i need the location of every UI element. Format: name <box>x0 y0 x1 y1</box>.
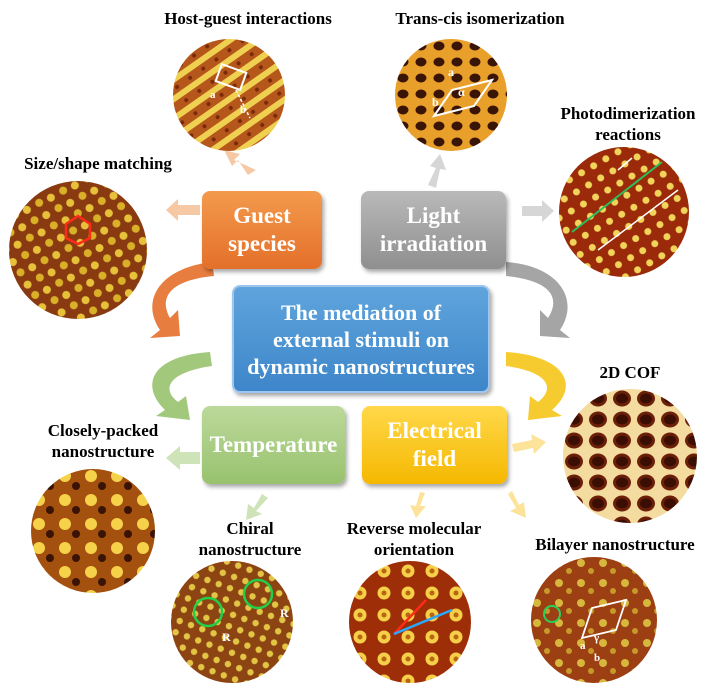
arrow-host-guest <box>224 150 256 175</box>
arrow-bilayer <box>508 491 526 518</box>
temperature-curved-arrow <box>152 352 212 420</box>
guest-species-line1: Guest <box>233 203 291 228</box>
size-shape-stm-image <box>9 181 147 319</box>
photodimer-stm-image <box>559 147 689 277</box>
label-trans-cis: Trans-cis isomerization <box>395 9 565 28</box>
trans-cis-stm-image <box>395 39 507 151</box>
arrow-cof <box>512 434 546 454</box>
label-reverse-orientation-line1: Reverse molecular <box>346 519 482 538</box>
label-chiral: Chiral nanostructure <box>190 518 310 560</box>
label-host-guest: Host-guest interactions <box>164 9 332 28</box>
bilayer-mark-gamma: γ <box>594 632 600 644</box>
label-chiral-line1: Chiral <box>226 519 274 538</box>
label-photodimerization-line2: reactions <box>595 125 661 144</box>
light-irradiation-line1: Light <box>406 203 461 228</box>
central-concept-line2: external stimuli on <box>273 326 449 352</box>
host-guest-mark-b: b <box>240 104 247 116</box>
trans-cis-mark-b: b <box>432 95 439 109</box>
label-closely-packed-line2: nanostructure <box>51 442 155 461</box>
host-guest-stm-image <box>173 39 285 151</box>
temperature-box: Temperature <box>202 406 345 484</box>
light-irradiation-box: Light irradiation <box>361 191 506 269</box>
label-2d-cof: 2D COF <box>599 363 661 382</box>
light-irradiation-line2: irradiation <box>379 231 488 256</box>
electrical-field-box: Electrical field <box>362 406 507 484</box>
guest-species-box: Guest species <box>202 191 322 269</box>
host-guest-mark-a: a <box>210 89 216 101</box>
label-closely-packed-line1: Closely-packed <box>47 421 159 440</box>
label-photodimerization: Photodimerization reactions <box>548 103 708 145</box>
guest-curved-arrow <box>150 262 214 338</box>
closely-packed-stm-image <box>31 469 155 593</box>
electrical-field-line1: Electrical <box>387 418 482 443</box>
trans-cis-mark-alpha: α <box>458 85 465 99</box>
arrow-reverse <box>410 492 426 518</box>
chiral-stm-image <box>171 561 293 683</box>
label-photodimerization-line1: Photodimerization <box>560 104 696 123</box>
label-chiral-line2: nanostructure <box>198 540 302 559</box>
label-reverse-orientation: Reverse molecular orientation <box>326 518 502 560</box>
light-curved-arrow <box>506 262 570 338</box>
label-bilayer: Bilayer nanostructure <box>535 535 695 554</box>
trans-cis-mark-a: a <box>448 65 454 79</box>
bilayer-mark-b: b <box>594 652 601 664</box>
arrow-size-shape <box>166 199 200 221</box>
central-concept-line3: dynamic nanostructures <box>247 353 475 379</box>
electrical-curved-arrow <box>506 352 566 420</box>
chiral-mark-r1: R <box>222 630 231 644</box>
reverse-orientation-stm-image <box>349 561 471 683</box>
bilayer-mark-a: a <box>580 640 586 652</box>
guest-species-line2: species <box>228 231 296 256</box>
cof-stm-image <box>563 389 697 523</box>
chiral-mark-r2: R <box>280 606 289 620</box>
label-reverse-orientation-line2: orientation <box>373 540 455 559</box>
bilayer-stm-image <box>531 557 657 683</box>
electrical-field-line2: field <box>412 446 457 471</box>
central-concept-box: The mediation of external stimuli on dyn… <box>232 285 490 393</box>
arrow-trans-cis <box>428 154 446 188</box>
arrow-closely <box>166 446 200 470</box>
label-size-shape: Size/shape matching <box>24 154 172 173</box>
arrow-photodimer <box>522 200 554 222</box>
temperature-line1: Temperature <box>209 432 338 457</box>
arrow-chiral <box>246 494 268 520</box>
label-closely-packed: Closely-packed nanostructure <box>28 420 178 462</box>
central-concept-line1: The mediation of <box>280 299 442 325</box>
